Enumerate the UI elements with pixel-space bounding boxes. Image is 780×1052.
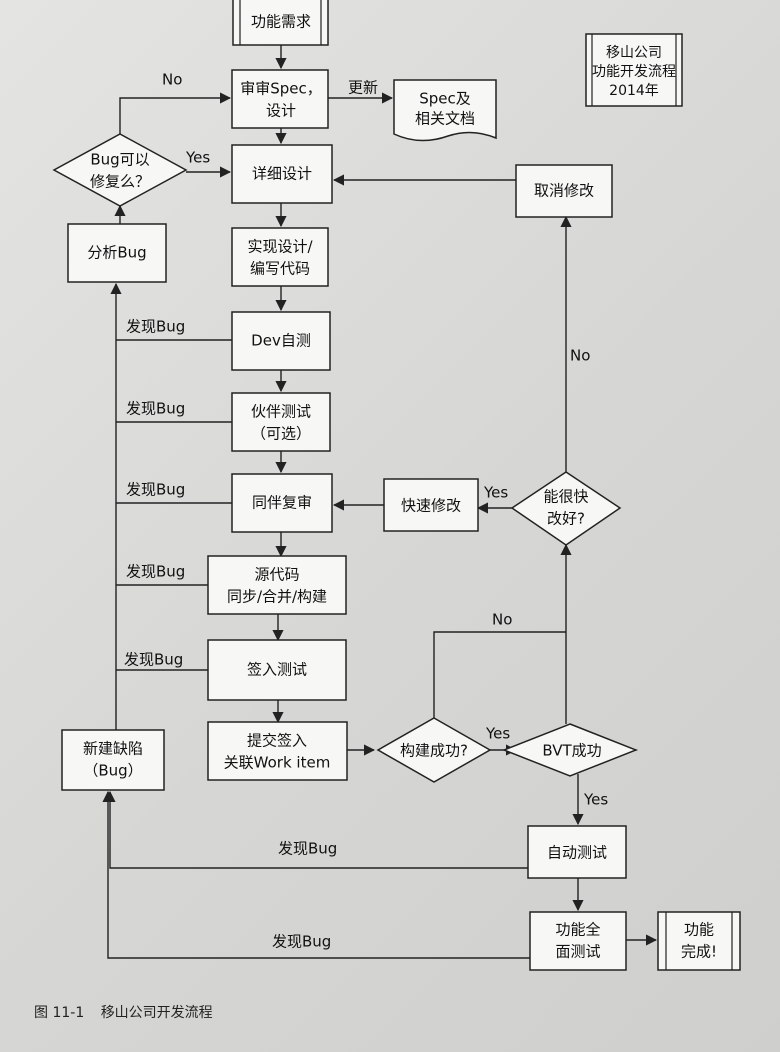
connectors (102, 45, 658, 959)
node-spec-docs-line2: 相关文档 (415, 110, 475, 128)
diagram-title-line3: 2014年 (609, 83, 659, 99)
edge-label-found-bug-full: 发现Bug (272, 933, 331, 951)
node-analyze-bug: 分析Bug (67, 223, 167, 283)
node-build-ok-label: 构建成功? (400, 742, 468, 760)
edge-label-found-bug-dev: 发现Bug (126, 318, 185, 336)
node-dev-test-label: Dev自测 (251, 332, 311, 350)
node-source-build-line1: 源代码 (254, 566, 299, 584)
edge-label-found-bug-auto: 发现Bug (278, 840, 337, 858)
node-can-fix-fast-line1: 能很快 (543, 488, 588, 506)
diagram-title-box: 移山公司 功能开发流程 2014年 (585, 33, 683, 107)
node-spec-review: 审审Spec， 设计 (231, 69, 329, 129)
node-quick-fix-label: 快速修改 (401, 497, 461, 515)
node-detail-design: 详细设计 (231, 144, 333, 204)
edge-label-yes-design: Yes (185, 149, 210, 167)
edge-label-found-bug-source: 发现Bug (126, 563, 185, 581)
node-full-test: 功能全 面测试 (529, 911, 627, 971)
node-peer-review: 同伴复审 (231, 473, 333, 533)
node-can-fix-fast-line2: 改好? (547, 510, 585, 528)
edge-label-found-bug-peer: 发现Bug (126, 481, 185, 499)
node-checkin-test: 签入测试 (207, 639, 347, 701)
node-buddy-test-line2: （可选） (251, 425, 311, 443)
node-can-fix-fast: 能很快 改好? (510, 471, 622, 546)
edge-label-yes-auto: Yes (583, 791, 608, 809)
node-bug-fixable: Bug可以 修复么？ (52, 133, 188, 207)
edge-label-found-bug-buddy: 发现Bug (126, 400, 185, 418)
node-bvt-ok-label: BVT成功 (542, 742, 601, 760)
node-new-bug-line2: （Bug） (83, 762, 142, 780)
figure-caption: 图 11-1 移山公司开发流程 (34, 1002, 213, 1022)
edge-label-no-cancel: No (570, 347, 590, 365)
node-done-line2: 完成! (681, 943, 717, 961)
node-done: 功能 完成! (657, 911, 741, 971)
node-quick-fix: 快速修改 (383, 478, 479, 532)
node-new-bug: 新建缺陷 （Bug） (61, 729, 165, 791)
node-submit-checkin-line1: 提交签入 (247, 732, 307, 750)
node-bug-fixable-line1: Bug可以 (90, 151, 149, 169)
node-checkin-test-label: 签入测试 (247, 661, 307, 679)
figure-caption-number: 图 11-1 (34, 1005, 85, 1021)
diagram-title-line2: 功能开发流程 (592, 64, 676, 80)
edge-label-no-build: No (492, 611, 512, 629)
node-full-test-line2: 面测试 (555, 943, 600, 961)
node-implement-line2: 编写代码 (250, 260, 310, 278)
node-submit-checkin-line2: 关联Work item (224, 754, 331, 772)
node-new-bug-line1: 新建缺陷 (83, 740, 143, 758)
node-requirement-label: 功能需求 (251, 13, 311, 31)
node-cancel-change-label: 取消修改 (534, 182, 594, 200)
node-submit-checkin: 提交签入 关联Work item (207, 721, 348, 781)
node-bug-fixable-line2: 修复么？ (90, 173, 150, 191)
node-implement: 实现设计/ 编写代码 (231, 227, 329, 287)
node-build-ok: 构建成功? (376, 717, 492, 783)
node-auto-test-label: 自动测试 (547, 844, 607, 862)
node-bvt-ok: BVT成功 (501, 723, 639, 777)
node-implement-line1: 实现设计/ (247, 238, 313, 256)
node-buddy-test: 伙伴测试 （可选） (231, 392, 331, 452)
edge-label-no-spec: No (162, 71, 182, 89)
edge-labels: No Yes 更新 发现Bug 发现Bug 发现Bug 发现Bug 发现Bug … (124, 71, 608, 951)
node-full-test-line1: 功能全 (555, 921, 600, 939)
node-analyze-bug-label: 分析Bug (87, 244, 146, 262)
node-auto-test: 自动测试 (527, 825, 627, 879)
node-source-build-line2: 同步/合并/构建 (227, 588, 327, 606)
node-buddy-test-line1: 伙伴测试 (251, 403, 311, 421)
node-requirement: 功能需求 (232, 0, 329, 46)
node-done-line1: 功能 (684, 921, 714, 939)
edge-label-yes-quickfix: Yes (483, 484, 508, 502)
node-cancel-change: 取消修改 (515, 164, 613, 218)
edge-label-update: 更新 (348, 79, 378, 97)
node-dev-test: Dev自测 (231, 311, 331, 371)
node-spec-docs-line1: Spec及 (419, 90, 471, 108)
diagram-title-line1: 移山公司 (606, 45, 662, 61)
edge-label-found-bug-checkin: 发现Bug (124, 651, 183, 669)
figure-caption-text: 移山公司开发流程 (100, 1005, 213, 1021)
node-peer-review-label: 同伴复审 (252, 494, 312, 512)
node-source-build: 源代码 同步/合并/构建 (207, 555, 347, 615)
node-detail-design-label: 详细设计 (252, 165, 312, 183)
node-spec-docs: Spec及 相关文档 (393, 79, 497, 142)
edge-label-yes-bvt: Yes (485, 725, 510, 743)
node-spec-review-line1: 审审Spec， (240, 80, 322, 98)
node-spec-review-line2: 设计 (266, 102, 296, 120)
